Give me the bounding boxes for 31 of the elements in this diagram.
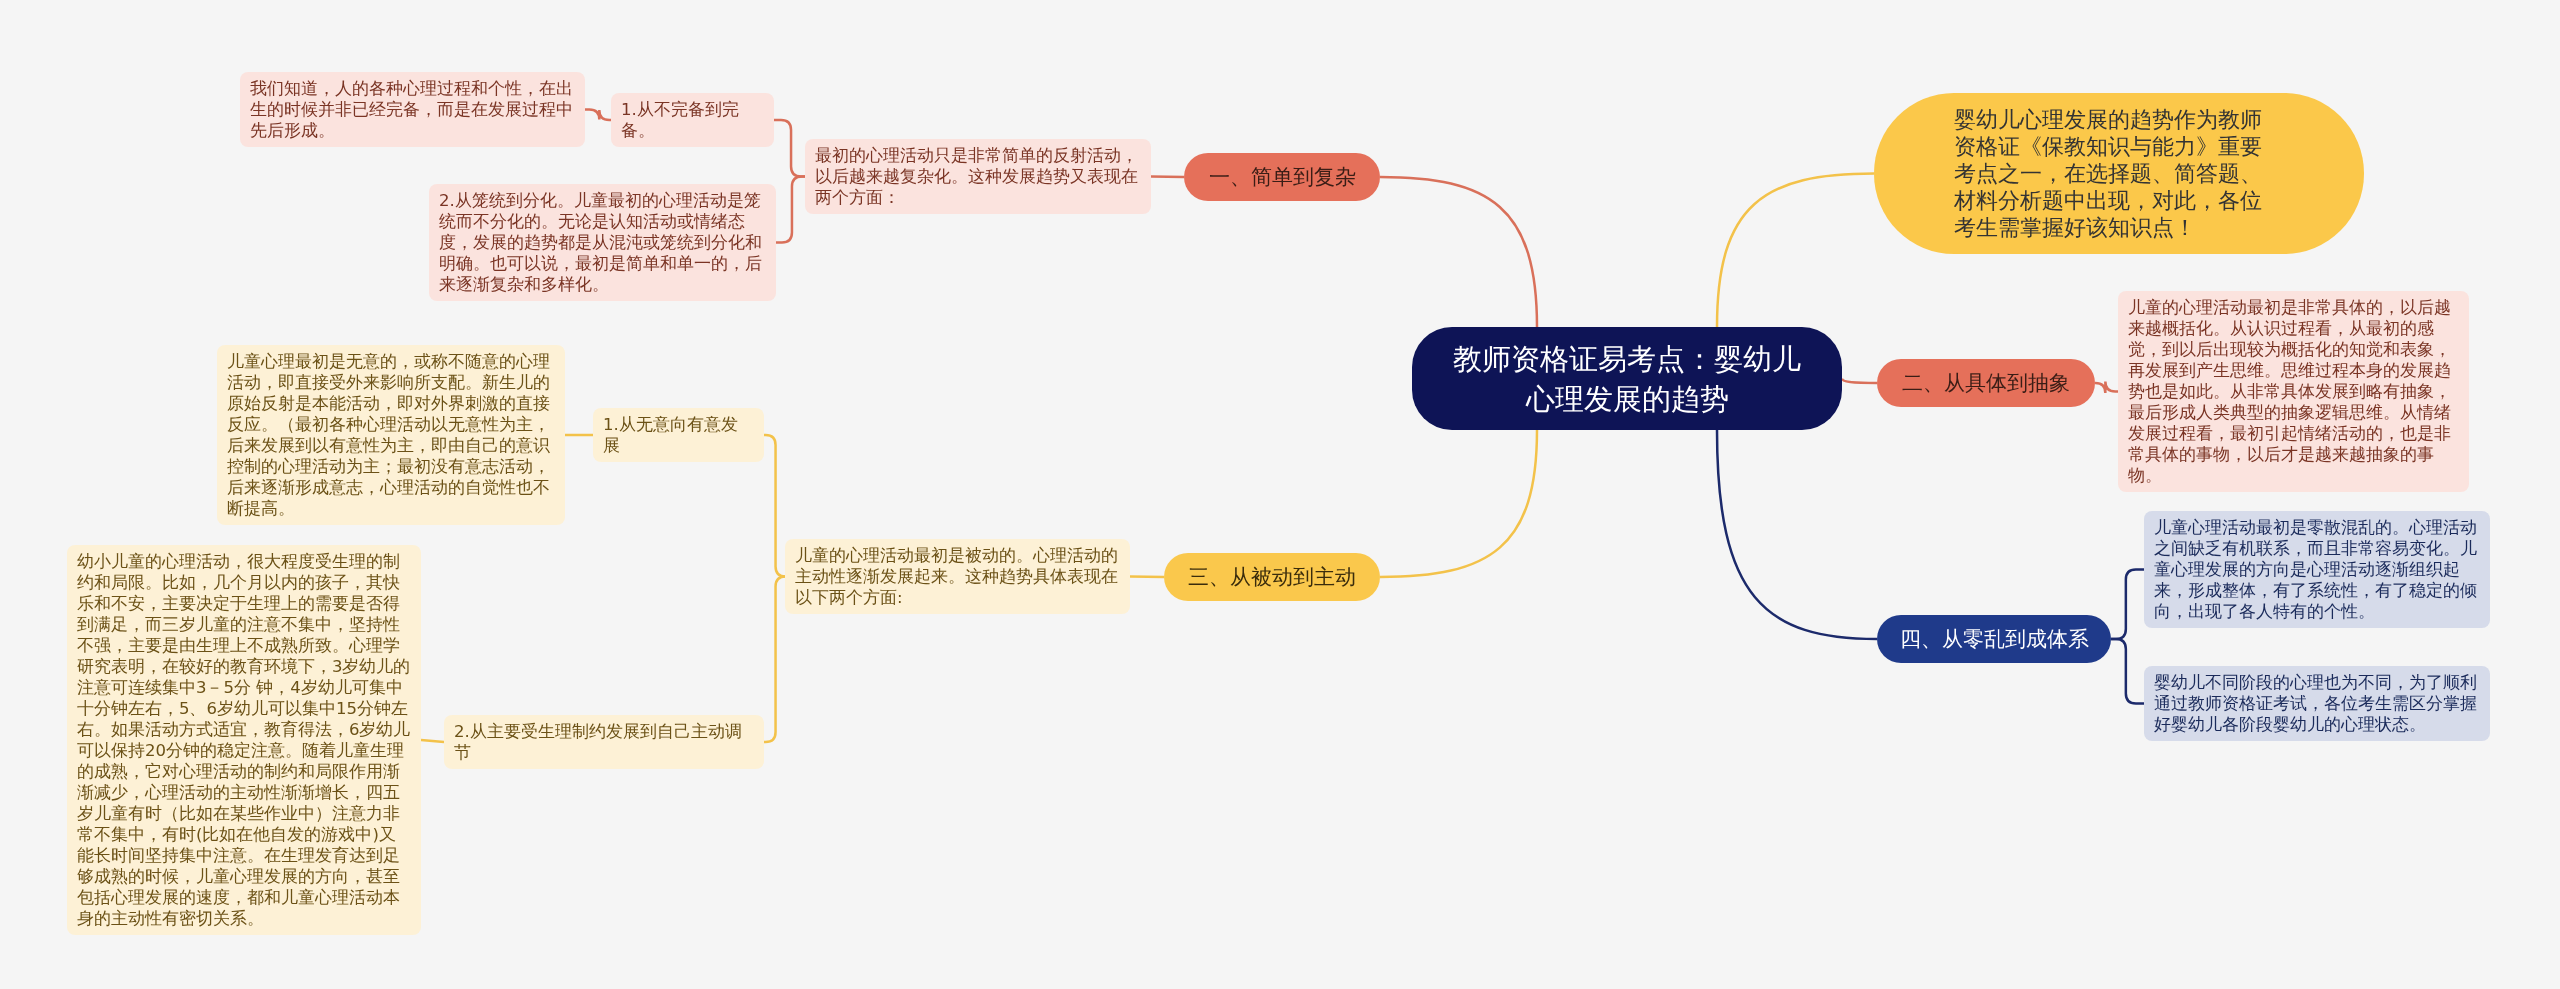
connector-line (1151, 175, 1184, 179)
connector-line (1379, 175, 1539, 328)
connector-line (1130, 575, 1164, 579)
connector-line (2111, 637, 2144, 705)
subtopic-box: 1.从无意向有意发展 (593, 408, 764, 462)
connector-line (1715, 429, 1878, 641)
topic-box: 四、从零乱到成体系 (1877, 615, 2111, 663)
note-box: 儿童心理活动最初是零散混乱的。心理活动之间缺乏有机联系，而且非常容易变化。儿童心理发展的方向是心理活动逐渐组织起来，形成整体，有了系统性，有了稳定的倾向，出现了各人特有的个性。 (2144, 511, 2490, 628)
connector-line (565, 433, 593, 437)
note-box: 我们知道，人的各种心理过程和个性，在出生的时候并非已经完备，而是在发展过程中先后形成。 (240, 72, 585, 147)
note-box: 儿童的心理活动最初是非常具体的，以后越来越概括化。从认识过程看，从最初的感觉，到以后出现较为概括化的知觉和表象，再发展到产生思维。思维过程本身的发展趋势也是如此。从非常具体发展到略有抽象，最后形成人类典型的抽象逻辑思维。从情绪发展过程看，最初引起情绪活动的，也是非常具体的事物，以后才是越来越抽象的事物。 (2118, 291, 2469, 492)
connector-line (2094, 380, 2118, 395)
note-box: 婴幼儿不同阶段的心理也为不同，为了顺利通过教师资格证考试，各位考生需区分掌握好婴幼儿各阶段婴幼儿的心理状态。 (2144, 666, 2490, 741)
note-box: 儿童的心理活动最初是被动的。心理活动的主动性逐渐发展起来。这种趋势具体表现在以下两个方面: (785, 539, 1130, 614)
note-box: 儿童心理最初是无意的，或称不随意的心理活动，即直接受外来影响所支配。新生儿的原始反射是本能活动，即对外界刺激的直接反应。（最初各种心理活动以无意性为主，后来发展到以有意性为主，即由自己的意识控制的心理活动为主；最初没有意志活动，后来逐渐形成意志，心理活动的自觉性也不断提高。 (217, 345, 565, 525)
note-box: 最初的心理活动只是非常简单的反射活动，以后越来越复杂化。这种发展趋势又表现在两个方面： (805, 139, 1151, 214)
topic-box: 二、从具体到抽象 (1877, 359, 2095, 407)
topic-box: 一、简单到复杂 (1184, 153, 1380, 201)
note-box: 2.从笼统到分化。儿童最初的心理活动是笼统而不分化的。无论是认知活动或情绪态度，发展的趋势都是从混沌或笼统到分化和明确。也可以说，最初是简单和单一的，后来逐渐复杂和多样化。 (429, 184, 776, 301)
connector-line (420, 738, 445, 744)
subtopic-box: 2.从主要受生理制约发展到自己主动调节 (444, 715, 764, 769)
topic-box: 三、从被动到主动 (1164, 553, 1380, 601)
note-box: 幼小儿童的心理活动，很大程度受生理的制约和局限。比如，几个月以内的孩子，其快乐和不安，主要决定于生理上的需要是否得到满足，而三岁儿童的注意不集中，坚持性不强，主要是由生理上不成熟所致。心理学研究表明，在较好的教育环境下，3岁幼儿的注意可连续集中3－5分 钟，4岁幼儿可集中十分钟左右，5、6岁幼儿可以集中15分钟左右。如果活动方式适宜，教育得法，6岁幼儿可以保持20分钟的稳定注意。随着儿童生理的成熟，它对心理活动的制约和局限作用渐渐减少，心理活动的主动性渐渐增长，四五岁儿童有时（比如在某些作业中）注意力非常不集中，有时(比如在他自发的游戏中)又能长时间坚持集中注意。在生理发育达到足够成熟的时候，儿童心理发展的方向，甚至包括心理发展的速度，都和儿童心理活动本身的主动性有密切关系。 (67, 545, 421, 935)
title-box: 教师资格证易考点：婴幼儿心理发展的趋势 (1412, 327, 1842, 430)
subtopic-box: 1.从不完备到完备。 (611, 93, 774, 147)
connector-line (1841, 377, 1877, 385)
connector-line (763, 575, 787, 744)
connector-line (585, 108, 612, 122)
intro-bubble: 婴幼儿心理发展的趋势作为教师资格证《保教知识与能力》重要考点之一，在选择题、简答题、材料分析题中出现，对此，各位考生需掌握好该知识点！ (1874, 93, 2364, 254)
connector-line (1379, 429, 1539, 579)
connector-line (1715, 172, 1875, 328)
